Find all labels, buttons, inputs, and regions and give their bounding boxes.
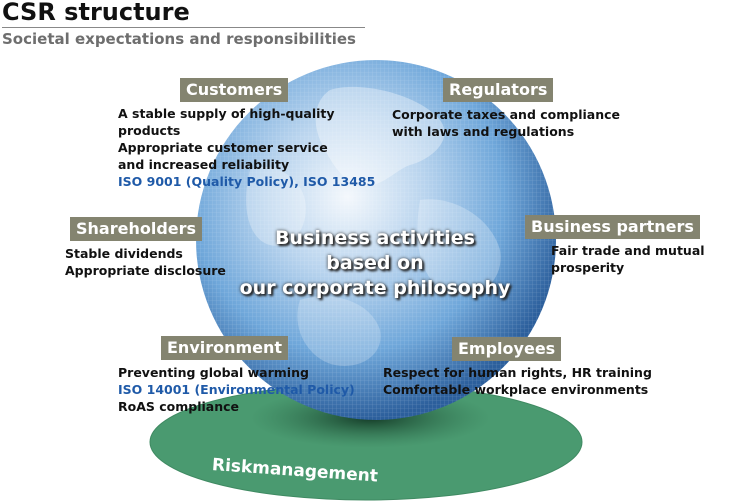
regulators-label: Regulators: [443, 78, 554, 102]
description-line: A stable supply of high-quality: [118, 106, 335, 121]
description-line: and increased reliability: [118, 157, 290, 172]
description-line: RoAS compliance: [118, 399, 240, 414]
customers-label: Customers: [180, 78, 289, 102]
title-divider: [2, 27, 365, 28]
page-title: CSR structure: [2, 0, 190, 26]
regulators-description: Corporate taxes and compliance with laws…: [392, 106, 620, 140]
center-line: based on: [326, 252, 424, 274]
environment-label: Environment: [161, 336, 289, 360]
description-line: Appropriate disclosure: [65, 263, 226, 278]
description-line: products: [118, 123, 181, 138]
description-line: Preventing global warming: [118, 365, 309, 380]
shareholders-description: Stable dividends Appropriate disclosure: [65, 245, 226, 279]
center-line: Business activities: [275, 227, 475, 249]
globe-landmass: [196, 60, 556, 420]
business-partners-description: Fair trade and mutual prosperity: [551, 242, 705, 276]
employees-description: Respect for human rights, HR training Co…: [383, 364, 652, 398]
business-partners-label: Business partners: [525, 215, 700, 239]
center-line: our corporate philosophy: [239, 277, 511, 299]
description-line: Stable dividends: [65, 246, 183, 261]
description-line: Fair trade and mutual: [551, 243, 705, 258]
environment-description: Preventing global warming ISO 14001 (Env…: [118, 364, 355, 415]
description-line: with laws and regulations: [392, 124, 575, 139]
description-line: Comfortable workplace environments: [383, 382, 649, 397]
shareholders-label: Shareholders: [70, 217, 203, 241]
center-philosophy-text: Business activities based on our corpora…: [210, 226, 540, 301]
page-subtitle: Societal expectations and responsibiliti…: [2, 30, 356, 48]
description-line: Respect for human rights, HR training: [383, 365, 652, 380]
iso-environmental-link[interactable]: ISO 14001 (Environmental Policy): [118, 382, 355, 397]
description-line: Corporate taxes and compliance: [392, 107, 621, 122]
employees-label: Employees: [452, 337, 562, 361]
customers-description: A stable supply of high-quality products…: [118, 105, 375, 190]
iso-quality-link[interactable]: ISO 9001 (Quality Policy), ISO 13485: [118, 174, 376, 189]
description-line: prosperity: [551, 260, 625, 275]
description-line: Appropriate customer service: [118, 140, 328, 155]
